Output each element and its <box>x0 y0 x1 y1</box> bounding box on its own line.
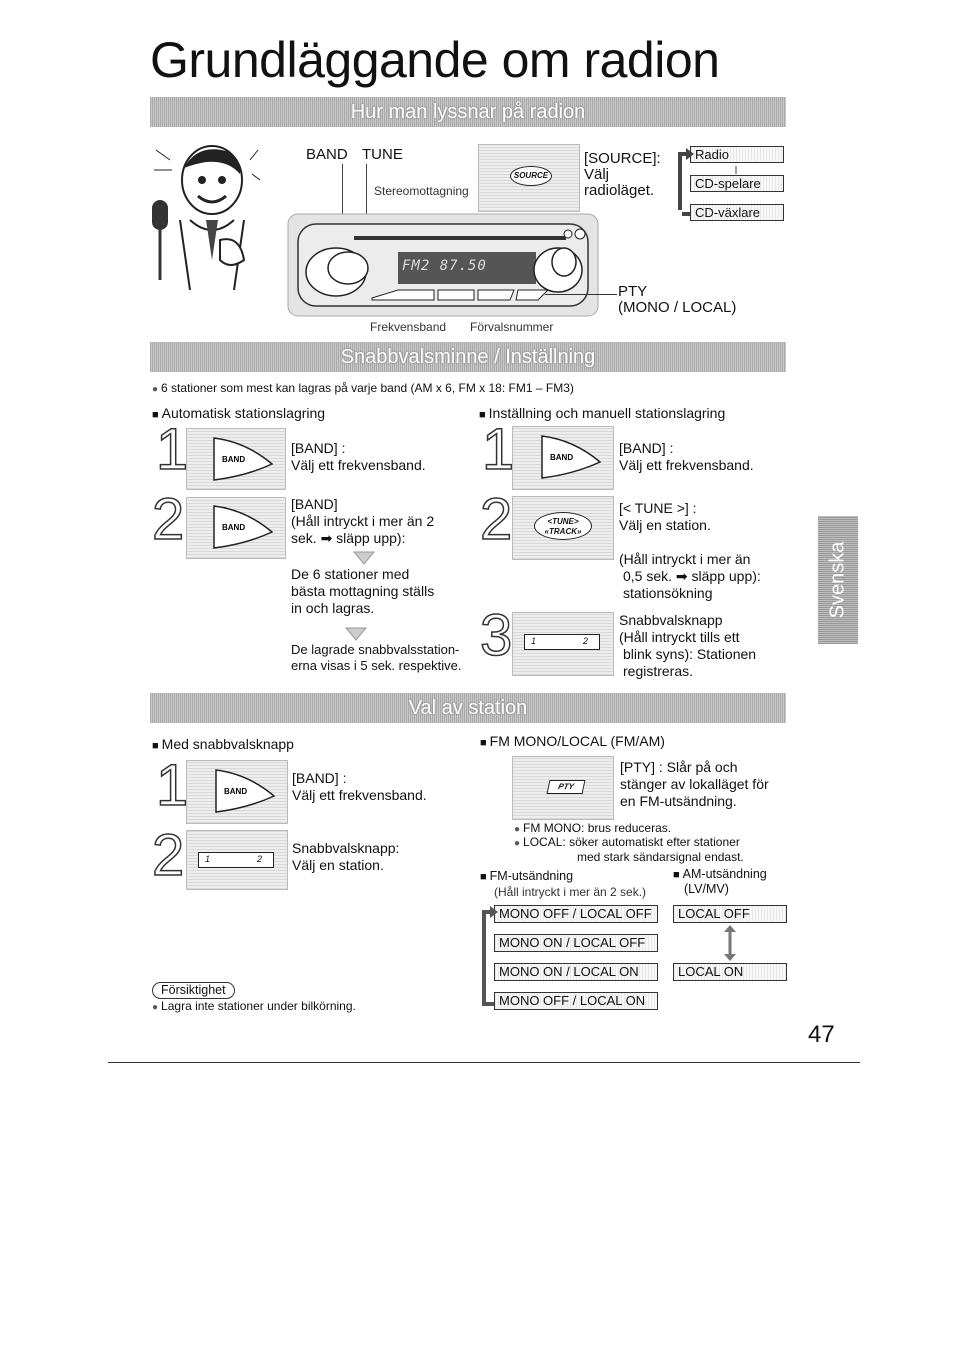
svg-text:BAND: BAND <box>222 523 245 532</box>
arrow-down-icon <box>352 551 376 565</box>
mode-cd-changer: CD-växlare <box>690 204 784 221</box>
am-mode-1: LOCAL OFF <box>673 905 787 923</box>
band-button-manual[interactable]: BAND <box>540 434 606 480</box>
caution-text: Lagra inte stationer under bilkörning. <box>152 999 356 1015</box>
source-button[interactable]: SOURCE <box>510 166 552 186</box>
mono-local-label: (MONO / LOCAL) <box>618 299 737 316</box>
band-button-hold[interactable]: BAND <box>212 504 278 550</box>
tune-label: TUNE <box>362 146 403 163</box>
band-button-select[interactable]: BAND <box>214 768 280 814</box>
svg-text:BAND: BAND <box>550 453 573 462</box>
fm-mode-2: MONO ON / LOCAL OFF <box>494 934 658 952</box>
pty-button[interactable]: PTY <box>546 780 586 794</box>
mode-cd-player: CD-spelare <box>690 175 784 192</box>
svg-text:BAND: BAND <box>224 787 247 796</box>
svg-text:BAND: BAND <box>222 455 245 464</box>
preset-select-heading: Med snabbvalsknapp <box>152 736 294 755</box>
stereo-label: Stereomottagning <box>374 184 469 198</box>
page-title: Grundläggande om radion <box>150 32 720 88</box>
radio-faceplate <box>287 213 599 317</box>
fm-cycle-arrow-icon <box>482 906 498 1006</box>
manual-store-heading: Inställning och manuell stationslagring <box>479 405 726 424</box>
forvalsnummer-label: Förvalsnummer <box>470 320 554 334</box>
language-tab: Svenska <box>818 516 858 644</box>
source-text: [SOURCE]: <box>584 150 661 167</box>
am-mode-2: LOCAL ON <box>673 963 787 981</box>
preset-note: 6 stationer som mest kan lagras på varje… <box>152 381 574 397</box>
pty-label: PTY <box>618 283 648 300</box>
am-toggle-arrow-icon <box>724 925 736 961</box>
frekvensband-label: Frekvensband <box>370 320 447 334</box>
preset-button[interactable]: 1 2 <box>524 634 600 650</box>
fm-mode-4: MONO OFF / LOCAL ON <box>494 992 658 1010</box>
caution-label: Försiktighet <box>152 982 235 999</box>
tune-track-button[interactable]: <TUNE>«TRACK» <box>534 512 592 540</box>
section-header-presets: Snabbvalsminne / Inställning <box>150 342 786 372</box>
mode-radio: Radio <box>690 146 784 163</box>
fm-mode-1: MONO OFF / LOCAL OFF <box>494 905 658 923</box>
preset-button-select[interactable]: 1 2 <box>198 852 274 868</box>
mode-cycle-arrow-icon <box>678 148 737 216</box>
arrow-down-icon-2 <box>344 627 368 641</box>
fm-mode-3: MONO ON / LOCAL ON <box>494 963 658 981</box>
footer-rule <box>108 1062 860 1063</box>
section-header-listen: Hur man lyssnar på radion <box>150 97 786 127</box>
radio-display: FM2 87.50 <box>402 258 487 274</box>
man-illustration-icon <box>152 145 261 291</box>
band-label: BAND <box>306 146 348 163</box>
auto-store-heading: Automatisk stationslagring <box>152 405 325 424</box>
mono-local-heading: FM MONO/LOCAL (FM/AM) <box>480 733 665 752</box>
section-header-select: Val av station <box>150 693 786 723</box>
page-number: 47 <box>808 1021 835 1048</box>
band-button[interactable]: BAND <box>212 436 278 482</box>
